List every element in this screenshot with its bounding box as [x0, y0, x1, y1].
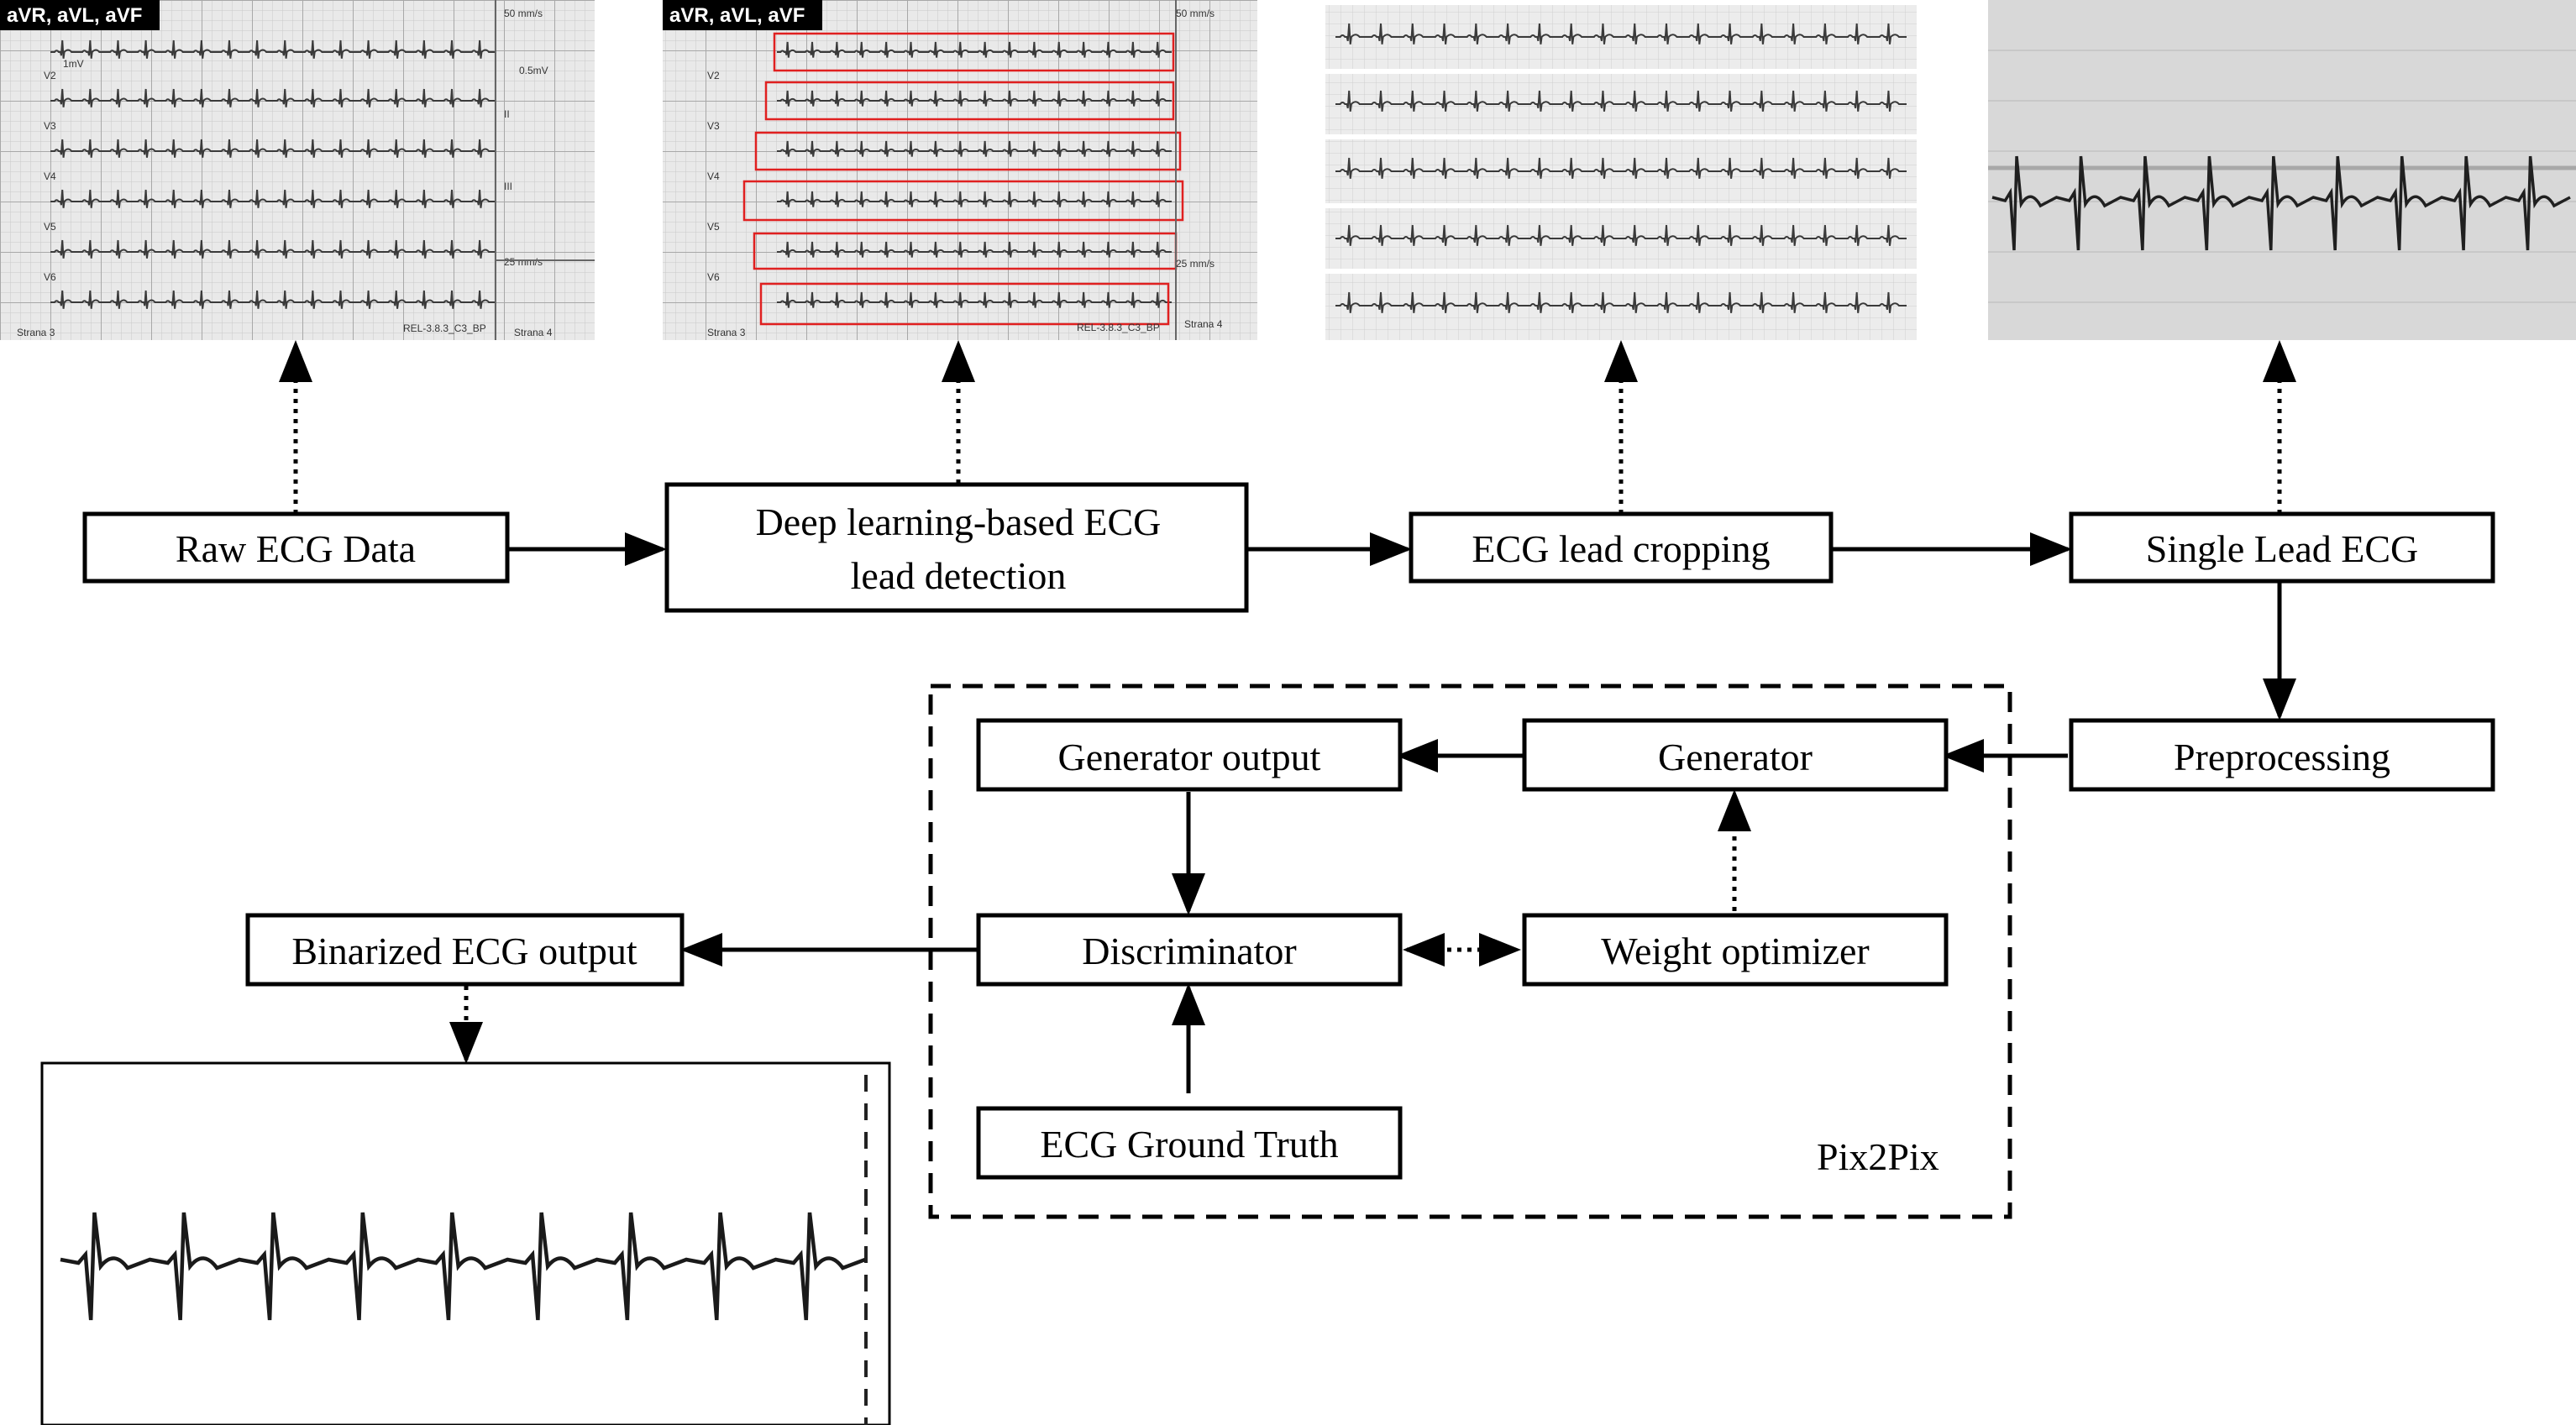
raw-speed-bottom: 25 mm/s	[504, 256, 543, 268]
node-ground-truth-label: ECG Ground Truth	[1040, 1123, 1338, 1166]
det-lead-v3: V3	[707, 120, 720, 132]
ecg-trace-line	[1335, 90, 1907, 112]
node-lead-detection-label-1: Deep learning-based ECG	[756, 500, 1162, 543]
detection-box-4	[742, 180, 1184, 222]
det-lead-v5: V5	[707, 221, 720, 233]
det-lead-v6: V6	[707, 271, 720, 283]
node-lead-detection-label-2: lead detection	[851, 554, 1067, 597]
pix2pix-label: Pix2Pix	[1817, 1135, 1939, 1178]
raw-lead-v4: V4	[44, 170, 56, 182]
det-lead-v4: V4	[707, 170, 720, 182]
arrows	[279, 340, 2296, 1093]
node-generator-label: Generator	[1658, 736, 1813, 778]
raw-half-mv-label: 0.5mV	[519, 65, 548, 76]
ecg-trace-line	[777, 90, 1172, 107]
raw-lead-v2: V2	[44, 70, 56, 81]
detection-box-6	[759, 282, 1170, 326]
raw-strana3: Strana 3	[17, 327, 55, 338]
single-lead-trace	[1991, 155, 2571, 251]
det-speed-top: 50 mm/s	[1176, 8, 1215, 19]
raw-lead-ii: II	[504, 108, 510, 120]
raw-ecg-traces	[50, 39, 496, 309]
node-lead-cropping: ECG lead cropping	[1409, 511, 1834, 584]
raw-lead-v5: V5	[44, 221, 56, 233]
node-weight-optimizer: Weight optimizer	[1522, 913, 1949, 987]
ecg-trace-line	[1335, 224, 1907, 246]
node-single-lead-label: Single Lead ECG	[2146, 527, 2419, 570]
raw-lead-v3: V3	[44, 120, 56, 132]
cropped-leads-image	[1325, 5, 1917, 340]
ecg-trace-line	[1335, 291, 1907, 313]
cropped-ecg-traces	[1335, 23, 1907, 313]
ecg-trace-line	[777, 140, 1172, 157]
det-strana3: Strana 3	[707, 327, 746, 338]
single-lead-image	[1988, 0, 2576, 340]
ecg-trace-line	[50, 239, 496, 259]
node-generator-output-label: Generator output	[1058, 736, 1321, 778]
det-speed-bottom: 25 mm/s	[1176, 258, 1215, 270]
node-preprocessing-label: Preprocessing	[2174, 736, 2390, 778]
ecg-trace-line	[777, 291, 1172, 308]
node-preprocessing: Preprocessing	[2069, 718, 2495, 792]
raw-strana4: Strana 4	[514, 327, 553, 338]
det-lead-v2: V2	[707, 70, 720, 81]
raw-overlay-label: aVR, aVL, aVF	[7, 4, 142, 27]
node-generator: Generator	[1522, 718, 1949, 792]
node-generator-output: Generator output	[976, 718, 1403, 792]
node-weight-optimizer-label: Weight optimizer	[1601, 930, 1869, 972]
node-discriminator-label: Discriminator	[1082, 930, 1297, 972]
node-discriminator: Discriminator	[976, 913, 1403, 987]
ecg-trace-line	[1335, 23, 1907, 45]
ecg-trace-line	[1335, 157, 1907, 179]
ecg-trace-line	[50, 189, 496, 208]
detected-overlay-label: aVR, aVL, aVF	[669, 4, 805, 27]
det-strana4: Strana 4	[1184, 318, 1223, 330]
ecg-trace-line	[50, 290, 496, 309]
ecg-trace-line	[777, 241, 1172, 258]
node-raw-ecg-label: Raw ECG Data	[176, 527, 416, 570]
detection-box-3	[754, 131, 1182, 171]
node-binarized-output-label: Binarized ECG output	[291, 930, 637, 972]
raw-rel-code: REL-3.8.3_C3_BP	[403, 322, 486, 334]
detection-box-1	[773, 32, 1175, 72]
ecg-trace-line	[50, 88, 496, 107]
binarized-trace	[60, 1212, 866, 1321]
raw-lead-iii: III	[504, 181, 512, 192]
ecg-trace-line	[777, 191, 1172, 207]
detection-box-2	[764, 81, 1175, 121]
node-raw-ecg: Raw ECG Data	[82, 511, 510, 584]
raw-speed-top: 50 mm/s	[504, 8, 543, 19]
crop-strip-5	[1325, 274, 1917, 340]
node-ground-truth: ECG Ground Truth	[976, 1106, 1403, 1180]
raw-lead-v6: V6	[44, 271, 56, 283]
node-binarized-output: Binarized ECG output	[245, 913, 685, 987]
ecg-trace-line	[777, 41, 1172, 58]
node-lead-detection: Deep learning-based ECG lead detection	[664, 482, 1249, 613]
lead-detection-image: aVR, aVL, aVF V2 V3 V4 V5 V6 50 mm/s 25 …	[663, 0, 1257, 340]
det-rel-code: REL-3.8.3_C3_BP	[1077, 322, 1160, 333]
raw-mv-label: 1mV	[63, 58, 84, 70]
ecg-trace-line	[50, 139, 496, 158]
binarized-output-image	[40, 1061, 891, 1425]
ecg-trace-line	[50, 39, 496, 59]
detection-ecg-traces	[777, 41, 1172, 308]
node-lead-cropping-label: ECG lead cropping	[1472, 527, 1770, 570]
node-single-lead: Single Lead ECG	[2069, 511, 2495, 584]
raw-ecg-image: aVR, aVL, aVF V2 V3 V4 V5 V6 50 mm/s 25 …	[0, 0, 595, 340]
